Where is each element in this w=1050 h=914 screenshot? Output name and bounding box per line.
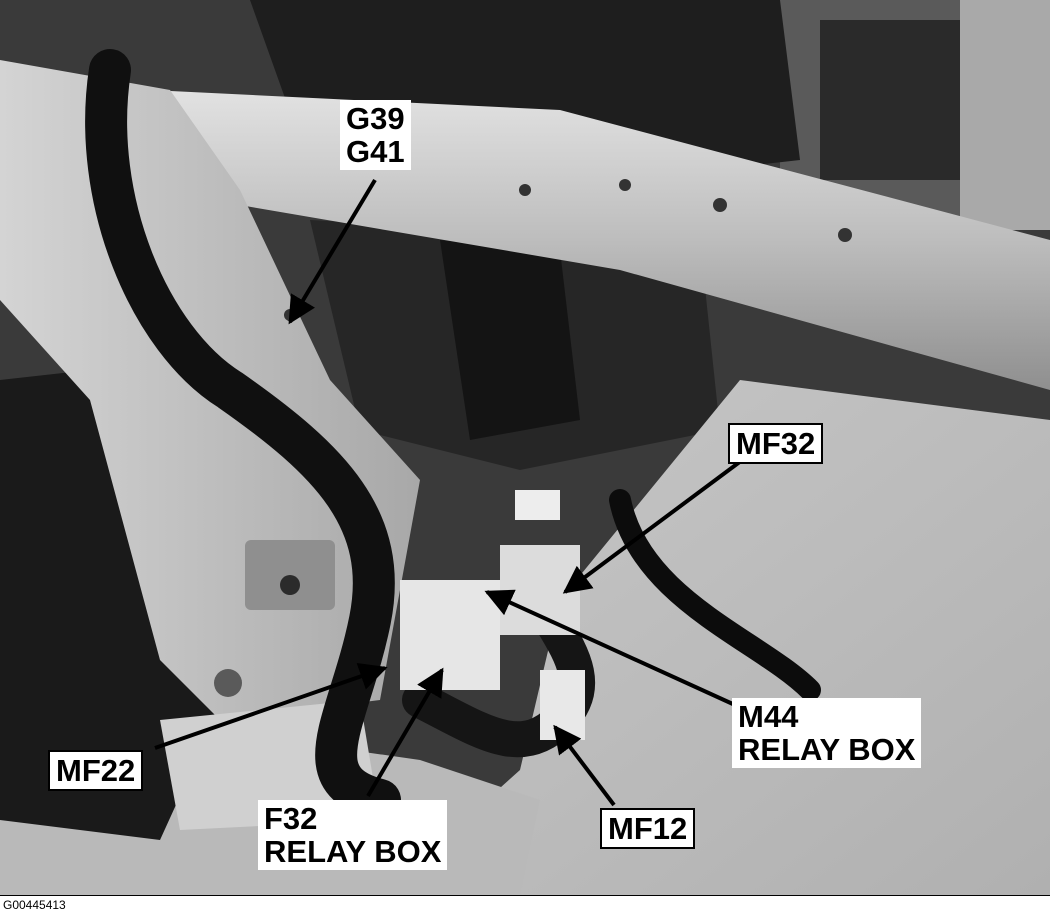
arrow-g39-g41	[288, 178, 377, 325]
label-m44-relay-box: M44 RELAY BOX	[732, 698, 922, 768]
arrow-mf12	[553, 724, 616, 807]
arrow-f32	[366, 667, 444, 798]
label-f32-relay-box: F32 RELAY BOX	[258, 800, 448, 870]
label-mf12: MF12	[600, 808, 696, 849]
arrow-m44	[484, 589, 736, 707]
image-id: G00445413	[3, 898, 66, 912]
label-mf22: MF22	[48, 750, 144, 791]
label-g39: G39	[346, 101, 405, 136]
arrow-mf22	[154, 663, 388, 750]
bottom-rule	[0, 895, 1050, 896]
label-g39-g41: G39 G41	[340, 100, 411, 170]
label-g41: G41	[346, 134, 405, 169]
label-mf32: MF32	[728, 423, 824, 464]
arrow-mf32	[562, 456, 747, 594]
